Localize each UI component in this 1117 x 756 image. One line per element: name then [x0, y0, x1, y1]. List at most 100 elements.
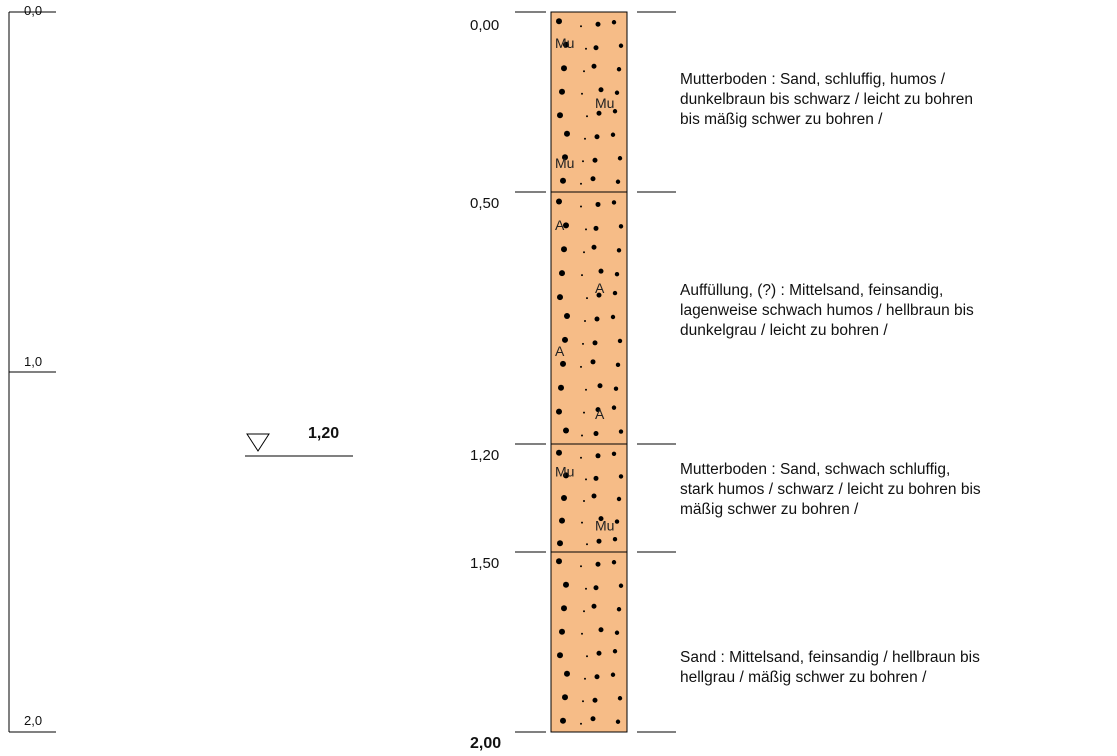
- pattern-dot-small: [581, 92, 583, 95]
- pattern-dot: [558, 384, 564, 391]
- pattern-dot: [612, 290, 618, 296]
- pattern-dot-small: [584, 677, 586, 680]
- pattern-dot: [556, 198, 562, 205]
- layer-symbol-1-3: A: [595, 406, 605, 422]
- pattern-dot: [614, 271, 620, 277]
- pattern-dot: [616, 248, 622, 253]
- pattern-dot-small: [584, 320, 586, 322]
- pattern-dot: [563, 41, 569, 48]
- pattern-dot: [595, 21, 601, 27]
- pattern-dot: [564, 130, 570, 137]
- pattern-dot: [618, 43, 624, 48]
- pattern-dot: [594, 674, 600, 680]
- pattern-dot-small: [580, 205, 582, 208]
- pattern-dot: [610, 672, 616, 677]
- pattern-dot: [598, 627, 604, 633]
- layer-symbol-2-0: Mu: [555, 463, 574, 479]
- pattern-dot: [592, 157, 598, 163]
- pattern-dot: [615, 719, 621, 724]
- pattern-dot: [596, 292, 602, 298]
- pattern-dot: [563, 581, 569, 588]
- pattern-dot: [590, 716, 596, 722]
- pattern-dot: [562, 694, 568, 701]
- layer-symbol-1-0: A: [555, 217, 565, 233]
- pattern-dot: [592, 340, 598, 346]
- pattern-dot-small: [580, 456, 582, 459]
- pattern-dot-small: [586, 655, 588, 658]
- pattern-dot: [611, 20, 617, 25]
- pattern-dot: [590, 359, 596, 365]
- pattern-dot-small: [583, 500, 585, 502]
- pattern-dot-small: [582, 342, 584, 345]
- pattern-dot: [595, 201, 601, 207]
- pattern-dot: [559, 270, 565, 277]
- pattern-dot-small: [585, 478, 587, 481]
- pattern-dot-small: [583, 411, 585, 414]
- pattern-dot-small: [580, 365, 582, 368]
- pattern-dot: [590, 176, 596, 182]
- pattern-dot: [592, 697, 598, 703]
- layer-symbol-0-2: Mu: [555, 155, 574, 171]
- pattern-dot: [593, 45, 599, 51]
- pattern-dot: [561, 65, 567, 72]
- pattern-dot: [611, 451, 617, 456]
- pattern-dot: [616, 496, 622, 502]
- pattern-dot: [614, 90, 620, 95]
- pattern-dot: [562, 336, 568, 343]
- layer-rect-0: [550, 11, 628, 193]
- pattern-dot-small: [582, 700, 584, 703]
- pattern-dot: [559, 517, 565, 524]
- pattern-dot-small: [581, 274, 583, 277]
- pattern-dot: [615, 362, 621, 368]
- pattern-dot: [557, 540, 563, 547]
- depth-label-3: 1,50: [470, 555, 500, 572]
- pattern-dot: [559, 88, 565, 95]
- layer-symbol-1-2: A: [555, 343, 565, 359]
- pattern-dot: [598, 516, 604, 522]
- pattern-dot: [612, 109, 618, 114]
- pattern-dot: [596, 538, 602, 544]
- pattern-dot: [560, 177, 566, 184]
- pattern-dot: [591, 244, 597, 250]
- pattern-dot: [591, 603, 597, 609]
- layer-description-1: Auffüllung, (?) : Mittelsand, feinsandig…: [680, 282, 974, 339]
- pattern-dot: [618, 474, 624, 479]
- pattern-dot-small: [585, 587, 587, 590]
- pattern-dot: [611, 200, 617, 205]
- pattern-dot-small: [581, 521, 583, 524]
- pattern-dot: [618, 224, 624, 229]
- pattern-dot-small: [581, 632, 583, 635]
- pattern-dot: [597, 383, 603, 389]
- pattern-dot: [564, 313, 570, 319]
- pattern-dot: [559, 628, 565, 635]
- pattern-dot-small: [585, 388, 587, 391]
- pattern-dot-small: [586, 115, 588, 118]
- layer-description-2: Mutterboden : Sand, schwach schluffig, s…: [680, 461, 981, 518]
- pattern-dot: [591, 63, 597, 69]
- layer-symbol-0-1: Mu: [595, 95, 614, 111]
- pattern-dot: [556, 558, 562, 565]
- pattern-dot: [598, 87, 604, 93]
- pattern-dot: [595, 407, 601, 413]
- pattern-dot-small: [580, 722, 582, 725]
- pattern-dot-small: [583, 251, 585, 254]
- pattern-dot: [614, 630, 620, 635]
- scale-label-1: 1,0: [24, 354, 43, 369]
- pattern-dot: [556, 408, 562, 415]
- pattern-dot-small: [583, 610, 585, 613]
- pattern-dot-small: [585, 228, 587, 231]
- pattern-dot: [617, 156, 623, 161]
- depth-label-0: 0,00: [470, 17, 500, 34]
- pattern-dot: [616, 607, 622, 612]
- pattern-dot: [614, 519, 620, 524]
- scale-label-0: 0,0: [24, 3, 43, 18]
- layer-rect-3: [550, 551, 628, 733]
- pattern-dot: [595, 561, 601, 567]
- pattern-dot: [594, 134, 600, 140]
- pattern-dot-small: [580, 182, 582, 185]
- pattern-dot: [617, 338, 623, 344]
- scale-label-2: 2,0: [24, 713, 43, 728]
- pattern-dot: [611, 560, 617, 565]
- pattern-dot: [613, 386, 619, 391]
- pattern-dot: [610, 314, 616, 320]
